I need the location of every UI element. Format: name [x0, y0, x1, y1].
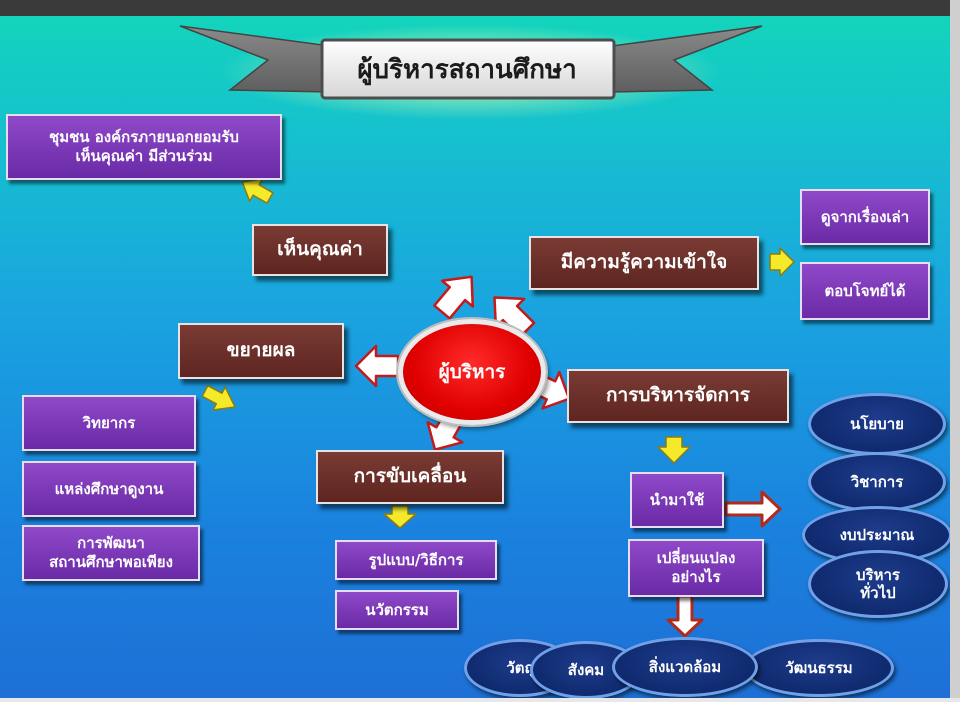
red-outline-arrow-icon	[666, 490, 782, 638]
yellow-arrow-icon	[201, 177, 795, 529]
driving-item: นวัตกรรม	[335, 590, 459, 630]
policy-oval: บริหาร ทั่วไป	[808, 550, 948, 618]
understanding-node: มีความรู้ความเข้าใจ	[529, 236, 759, 290]
understanding-item: ดูจากเรื่องเล่า	[800, 189, 930, 245]
center-node: ผู้บริหาร	[398, 319, 546, 425]
expand-item: แหล่งศึกษาดูงาน	[22, 461, 196, 517]
change-item-line: อย่างไร	[671, 568, 721, 586]
change-item-line: เปลี่ยนแปลง	[656, 549, 736, 568]
right-edge-bar	[950, 0, 960, 702]
expand-item-line: การพัฒนา	[77, 534, 145, 553]
title-ribbon	[179, 25, 331, 93]
policy-oval: วิชาการ	[808, 452, 946, 512]
understanding-item: ตอบโจทย์ได้	[800, 262, 930, 320]
policy-oval-line: ทั่วไป	[860, 584, 896, 602]
top-bar	[0, 0, 960, 16]
management-node: การบริหารจัดการ	[567, 369, 789, 423]
change-oval: วัฒนธรรม	[744, 639, 894, 697]
community-line: ชุมชน องค์กรภายนอกยอมรับ	[49, 128, 239, 147]
center-arrow-icon	[354, 275, 571, 451]
expand-item: การพัฒนา สถานศึกษาพอเพียง	[22, 525, 200, 581]
change-item: เปลี่ยนแปลง อย่างไร	[628, 539, 764, 597]
expand-item-line: สถานศึกษาพอเพียง	[49, 553, 173, 571]
community-box: ชุมชน องค์กรภายนอกยอมรับ เห็นคุณค่า มีส่…	[6, 114, 282, 180]
driving-item: รูปแบบ/วิธีการ	[335, 540, 497, 580]
title-plaque	[320, 38, 616, 100]
expand-item: วิทยากร	[22, 395, 196, 451]
bottom-edge-bar	[0, 698, 960, 702]
see-value-node: เห็นคุณค่า	[252, 224, 388, 276]
change-oval: สิ่งแวดล้อม	[612, 637, 758, 697]
policy-oval-line: บริหาร	[856, 566, 900, 584]
community-line: เห็นคุณค่า มีส่วนร่วม	[75, 147, 213, 165]
title-ribbon	[611, 25, 763, 93]
driving-node: การขับเคลื่อน	[316, 450, 504, 504]
page-title: ผู้บริหารสถานศึกษา	[357, 54, 577, 85]
expand-node: ขยายผล	[178, 323, 344, 379]
policy-oval: นโยบาย	[808, 393, 946, 455]
apply-item: นำมาใช้	[630, 472, 724, 528]
